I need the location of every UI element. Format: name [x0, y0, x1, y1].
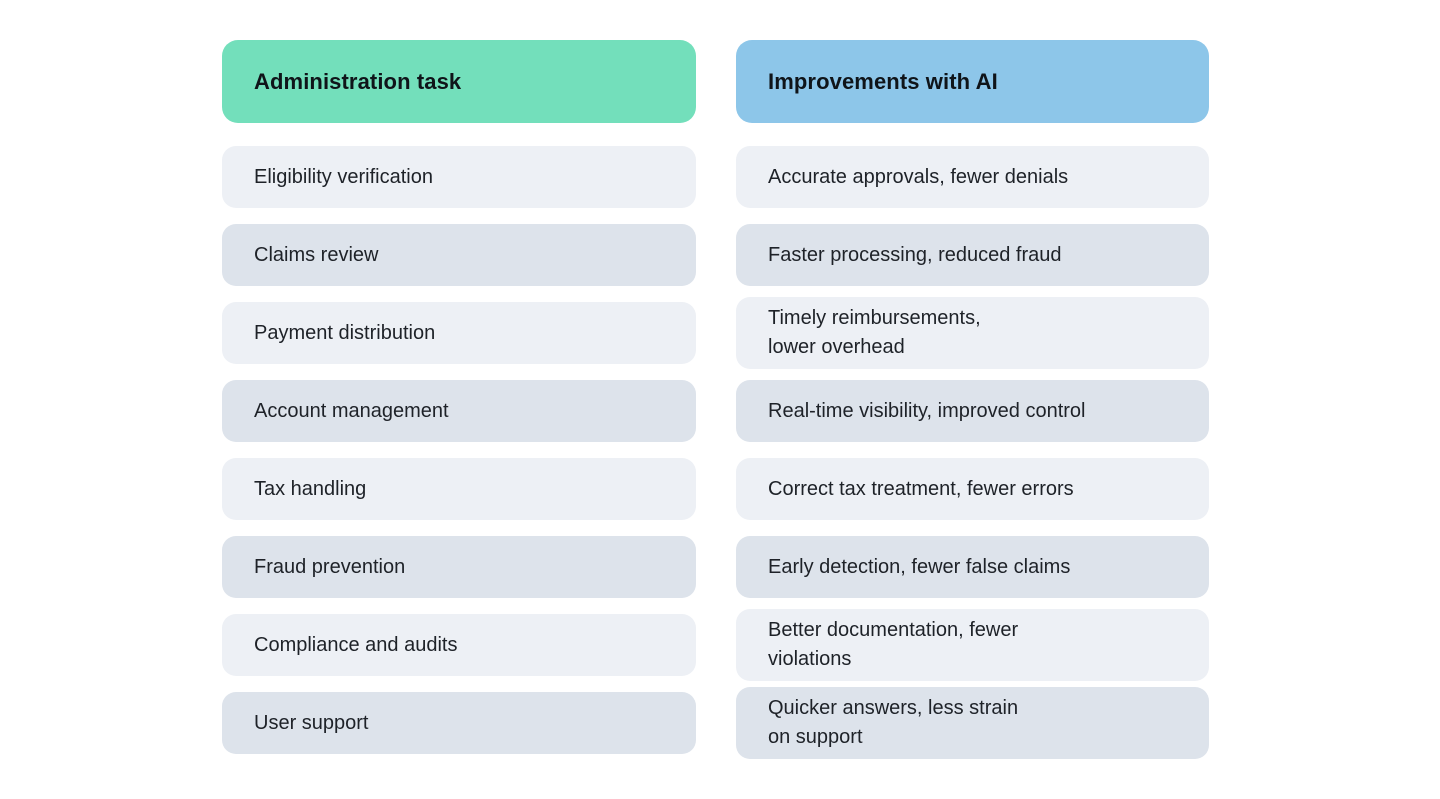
comparison-table: Administration task Improvements with AI… [222, 40, 1209, 759]
ai-improvement-cell-early-detection: Early detection, fewer false claims [736, 536, 1209, 598]
ai-improvement-cell-real-time-visibility: Real-time visibility, improved control [736, 380, 1209, 442]
ai-improvement-cell-accurate-approvals: Accurate approvals, fewer denials [736, 146, 1209, 208]
ai-improvement-cell-faster-processing: Faster processing, reduced fraud [736, 224, 1209, 286]
column-header-administration-task: Administration task [222, 40, 696, 123]
ai-improvement-cell-better-documentation: Better documentation, fewer violations [736, 609, 1209, 681]
column-header-improvements-with-ai: Improvements with AI [736, 40, 1209, 123]
admin-task-cell-tax-handling: Tax handling [222, 458, 696, 520]
admin-task-cell-user-support: User support [222, 692, 696, 754]
admin-task-cell-fraud-prevention: Fraud prevention [222, 536, 696, 598]
ai-improvement-cell-timely-reimbursements: Timely reimbursements, lower overhead [736, 297, 1209, 369]
ai-improvement-cell-correct-tax-treatment: Correct tax treatment, fewer errors [736, 458, 1209, 520]
admin-task-cell-claims-review: Claims review [222, 224, 696, 286]
admin-task-cell-compliance-and-audits: Compliance and audits [222, 614, 696, 676]
admin-task-cell-payment-distribution: Payment distribution [222, 302, 696, 364]
admin-task-cell-account-management: Account management [222, 380, 696, 442]
admin-task-cell-eligibility-verification: Eligibility verification [222, 146, 696, 208]
ai-improvement-cell-quicker-answers: Quicker answers, less strain on support [736, 687, 1209, 759]
